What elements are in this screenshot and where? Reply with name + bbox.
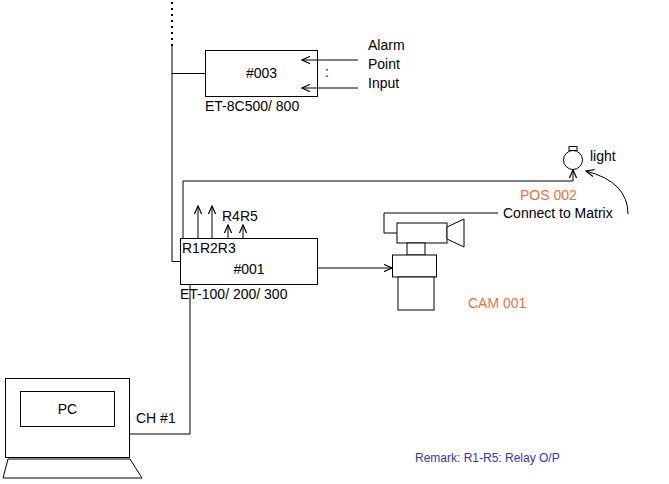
relay-names: R1R2R3 bbox=[182, 240, 236, 256]
ellipsis-mark: : bbox=[325, 64, 329, 80]
connector-line bbox=[318, 268, 392, 269]
pan-tilt-head bbox=[393, 255, 437, 277]
relay-arrow bbox=[243, 225, 244, 238]
ptz-camera: CAM 001 bbox=[392, 215, 472, 311]
connector-line bbox=[172, 74, 205, 262]
lamp-bulb bbox=[564, 151, 583, 170]
connector-line bbox=[130, 285, 190, 434]
channel-label: CH #1 bbox=[136, 410, 176, 426]
light-lamp: light bbox=[563, 146, 583, 170]
lamp-drawing bbox=[563, 146, 583, 170]
position-label: POS 002 bbox=[520, 187, 577, 203]
unit-number: #001 bbox=[181, 261, 317, 277]
wire-note: Connect to Matrix bbox=[503, 205, 613, 221]
pan-tilt-base bbox=[398, 277, 434, 310]
camera-body bbox=[397, 223, 447, 243]
camera-mount bbox=[407, 243, 425, 255]
pc-screen: PC bbox=[20, 391, 115, 427]
camera-lens bbox=[447, 219, 464, 247]
bus-continuation bbox=[171, 2, 173, 46]
pc-monitor: PC bbox=[5, 378, 130, 458]
lamp-cap bbox=[569, 147, 577, 151]
bus-line bbox=[172, 46, 173, 74]
model-label: ET-100/ 200/ 300 bbox=[180, 286, 287, 302]
relay-arrow bbox=[228, 225, 229, 238]
relay-arrow bbox=[212, 206, 213, 238]
alarm-arrow bbox=[302, 60, 358, 61]
connector-line bbox=[183, 170, 573, 238]
remark-note: Remark: R1-R5: Relay O/P bbox=[415, 452, 560, 466]
alarm-input-label: Alarm Point Input bbox=[368, 36, 420, 93]
alarm-arrow bbox=[302, 88, 358, 89]
unit-number: #003 bbox=[206, 65, 317, 81]
lamp-label: light bbox=[590, 148, 616, 164]
keyboard bbox=[3, 459, 142, 478]
camera-drawing bbox=[392, 215, 472, 311]
relay-arrow bbox=[198, 206, 199, 238]
relay-names: R4R5 bbox=[222, 208, 258, 224]
controller-box: #003ET-8C500/ 800 bbox=[205, 50, 318, 97]
model-label: ET-8C500/ 800 bbox=[205, 98, 299, 114]
camera-label: CAM 001 bbox=[468, 295, 526, 311]
